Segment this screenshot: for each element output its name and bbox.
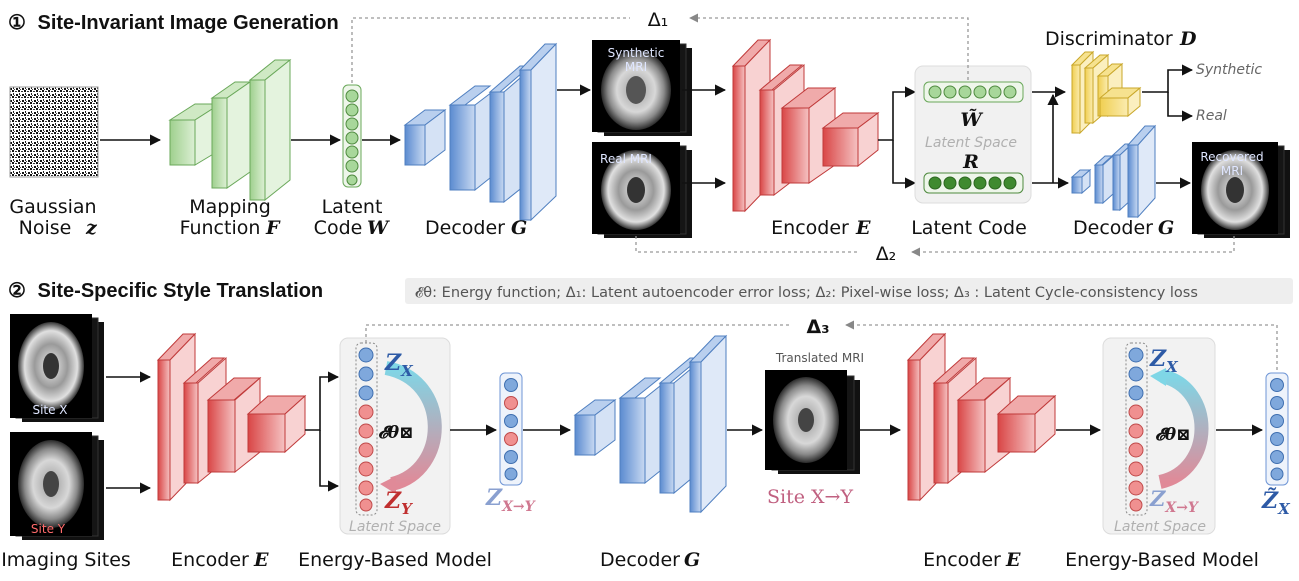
encoder-var: E — [855, 217, 871, 239]
r-vector — [923, 172, 1024, 194]
site-y-label: Site Y — [31, 522, 66, 536]
energy-label-2: 𝓔θ⊠ — [1155, 425, 1190, 445]
arrow-encoder-wtilde — [878, 86, 917, 141]
real-mri-label: Real MRI — [600, 152, 652, 166]
encoder-e-top-block — [731, 38, 880, 213]
imaging-sites-label: Imaging Sites — [1, 549, 131, 571]
discriminator-var: D — [1179, 28, 1197, 50]
section2-title: ② Site-Specific Style Translation — [8, 280, 323, 302]
synthetic-mri-label-2: MRI — [625, 60, 647, 74]
latent-space-label-ebm1: Latent Space — [349, 519, 441, 535]
arrow-disc-real — [1167, 92, 1194, 122]
translated-mri-label: Translated MRI — [775, 351, 864, 365]
site-y-mri-stack — [10, 432, 104, 540]
mapping-label-2: Function — [180, 217, 261, 239]
latent-code-label: Latent Code — [911, 217, 1027, 239]
recovered-mri-label-2: MRI — [1221, 164, 1243, 178]
latent-space-label-top: Latent Space — [925, 135, 1017, 151]
recovered-mri-label-1: Recovered — [1200, 150, 1263, 164]
delta3-line-left — [365, 324, 790, 343]
decoder-g-second-block — [1070, 124, 1157, 219]
synthetic-mri-label-1: Synthetic — [608, 46, 665, 60]
section2-title-text: Site-Specific Style Translation — [38, 280, 324, 302]
decoder-bottom-label: Decoder — [600, 549, 680, 571]
delta2-label: Δ₂ — [876, 243, 897, 265]
mapping-function-block — [168, 58, 292, 202]
latent-label-1: Latent — [322, 196, 383, 218]
zx-zxy-vector-2 — [1125, 342, 1148, 516]
encoder-e-bottom2-block — [906, 332, 1057, 502]
real-output-label: Real — [1196, 108, 1227, 124]
energy-curve-2 — [1157, 369, 1209, 489]
synthetic-output-label: Synthetic — [1196, 62, 1262, 78]
w-tilde-label: W̃ — [960, 108, 983, 131]
decoder-bottom-var: G — [684, 549, 700, 571]
synthetic-mri-stack — [592, 40, 692, 136]
gaussian-noise-image — [9, 86, 99, 178]
energy-curve-arrowhead-2 — [1150, 368, 1166, 386]
zx-label-1: ZX — [384, 350, 414, 380]
zx-tilde-label: Z̃X — [1261, 488, 1291, 518]
site-xy-label: Site X→Y — [767, 486, 853, 508]
noise-label-2: Noise — [19, 217, 72, 239]
delta3-line-right — [845, 320, 1278, 370]
arrow-encoder-zy — [319, 430, 340, 492]
legend-text: 𝓔θ: Energy function; Δ₁: Latent autoenco… — [415, 285, 1198, 301]
decoder-var: G — [511, 217, 527, 239]
discriminator-block — [1070, 50, 1142, 135]
delta1-line-right — [689, 13, 969, 80]
energy-label-1: 𝓔θ⊠ — [378, 423, 413, 443]
section2-number: ② — [8, 280, 26, 302]
ebm-label-2: Energy-Based Model — [1065, 549, 1259, 571]
zy-label-1: ZY — [384, 488, 413, 518]
zx-label-2: ZX — [1149, 346, 1179, 376]
energy-curve-arrowhead-1 — [380, 476, 396, 494]
w-tilde-vector — [923, 81, 1024, 103]
zxy-vector — [499, 372, 523, 486]
delta1-label: Δ₁ — [648, 9, 669, 31]
delta1-line-left — [351, 17, 630, 83]
decoder-g-top-block — [403, 42, 558, 222]
latent-var: W — [367, 217, 390, 239]
latent-label-2: Code — [314, 217, 363, 239]
arrow-disc-synthetic — [1142, 64, 1194, 93]
noise-label-1: Gaussian — [9, 196, 96, 218]
noise-var: z — [85, 217, 98, 239]
r-label: R — [962, 151, 979, 173]
encoder-bottom2-label: Encoder — [923, 549, 1001, 571]
arrow-encoder-r — [892, 140, 917, 189]
decoder-label: Decoder — [425, 217, 505, 239]
ebm-label-1: Energy-Based Model — [298, 549, 492, 571]
mapping-label-1: Mapping — [189, 196, 271, 218]
energy-curve-1 — [384, 361, 442, 491]
zx-tilde-vector — [1265, 372, 1289, 486]
latent-code-w-vector — [342, 84, 362, 188]
encoder-e-bottom-block — [156, 332, 307, 502]
site-x-label: Site X — [32, 403, 67, 417]
encoder-bottom-var: E — [253, 549, 269, 571]
latent-space-label-ebm2: Latent Space — [1114, 519, 1206, 535]
zxy-label-2: ZX→Y — [1149, 486, 1200, 516]
arrow-encoder-zx — [305, 371, 340, 431]
delta2-line-right — [911, 236, 1235, 257]
decoder-g-bottom-block — [573, 334, 728, 514]
encoder-bottom-label: Encoder — [171, 549, 249, 571]
encoder-label: Encoder — [771, 217, 849, 239]
legend-box — [405, 278, 1293, 304]
encoder-bottom2-var: E — [1005, 549, 1021, 571]
mapping-var: F — [265, 217, 281, 239]
section1-title-text: Site-Invariant Image Generation — [38, 12, 339, 34]
real-mri-stack — [592, 142, 692, 238]
decoder2-label: Decoder — [1073, 217, 1153, 239]
discriminator-label: Discriminator — [1045, 28, 1173, 50]
section1-title: ① Site-Invariant Image Generation — [8, 12, 339, 34]
site-x-mri-stack — [10, 314, 104, 422]
translated-mri-stack — [765, 370, 860, 474]
section1-number: ① — [8, 12, 26, 34]
recovered-mri-stack — [1192, 142, 1290, 238]
decoder2-var: G — [1158, 217, 1174, 239]
delta3-label: Δ₃ — [806, 316, 829, 338]
zxy-label: ZX→Y — [485, 485, 537, 515]
